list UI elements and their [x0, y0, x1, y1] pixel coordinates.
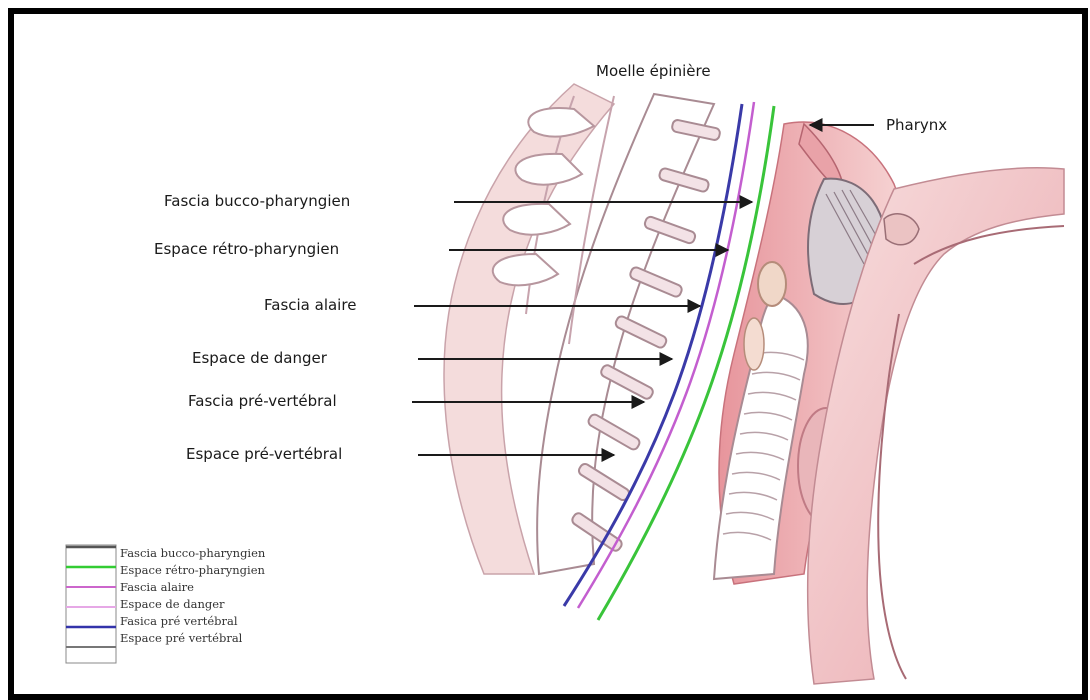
label-pharynx: Pharynx [886, 116, 947, 134]
legend-entry: Espace pré vertébral [120, 631, 243, 645]
legend-entry: Espace rétro-pharyngien [120, 563, 266, 577]
legend-entry: Fascia bucco-pharyngien [120, 546, 266, 560]
legend: Fascia bucco-pharyngien Espace rétro-pha… [66, 545, 266, 663]
legend-entry: Fascia alaire [120, 580, 194, 594]
neck-fascia-diagram: Moelle épinière Pharynx Fascia bucco-pha… [14, 14, 1082, 694]
legend-swatch-box [66, 545, 116, 663]
label-fascia-pre-vertebral: Fascia pré-vertébral [188, 392, 337, 410]
figure-frame: Moelle épinière Pharynx Fascia bucco-pha… [8, 8, 1088, 700]
hyoid-bone [758, 262, 786, 306]
label-fascia-bucco-pharyngien: Fascia bucco-pharyngien [164, 192, 350, 210]
legend-entry: Fasica pré vertébral [120, 614, 238, 628]
label-espace-pre-vertebral: Espace pré-vertébral [186, 445, 342, 463]
label-espace-de-danger: Espace de danger [192, 349, 328, 367]
label-moelle-epiniere: Moelle épinière [596, 62, 711, 80]
label-fascia-alaire: Fascia alaire [264, 296, 356, 314]
cricoid-cartilage [744, 318, 764, 370]
label-espace-retro-pharyngien: Espace rétro-pharyngien [154, 240, 339, 258]
legend-entry: Espace de danger [120, 597, 225, 611]
